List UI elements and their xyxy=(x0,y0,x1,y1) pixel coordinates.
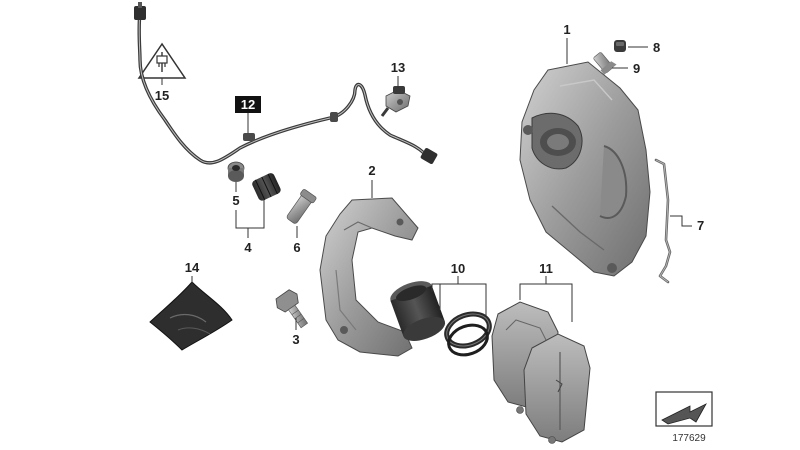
callout-6: 6 xyxy=(293,240,300,255)
wear-sensor-cable-icon xyxy=(134,2,438,165)
callout-14: 14 xyxy=(185,260,200,275)
bleeder-screw-icon xyxy=(593,52,617,75)
cable-clip-icon xyxy=(380,86,411,117)
bracket-4 xyxy=(235,200,265,229)
callout-2: 2 xyxy=(368,163,375,178)
guide-sleeve-icon xyxy=(252,173,281,201)
anti-rattle-spring-icon xyxy=(654,158,672,284)
callout-9: 9 xyxy=(633,61,640,76)
bushing-icon xyxy=(227,161,245,182)
warning-triangle-icon xyxy=(137,42,187,79)
callout-1: 1 xyxy=(563,22,570,37)
grease-packet-icon xyxy=(149,281,233,351)
bracket-10 xyxy=(431,283,487,316)
bleeder-cap-icon xyxy=(614,40,626,52)
callout-12: 12 xyxy=(241,97,255,112)
guide-pin-icon xyxy=(286,189,317,224)
direction-arrow-icon xyxy=(655,391,713,427)
callout-11: 11 xyxy=(539,261,553,276)
piston-and-seals-icon xyxy=(390,281,492,357)
callout-10: 10 xyxy=(451,261,465,276)
callout-3: 3 xyxy=(292,332,299,347)
callout-7: 7 xyxy=(697,218,704,233)
callout-8: 8 xyxy=(653,40,660,55)
brake-pads-icon xyxy=(491,301,591,444)
callout-4: 4 xyxy=(244,240,252,255)
callout-12-box: 12 xyxy=(235,96,261,113)
callout-13: 13 xyxy=(391,60,405,75)
callout-15: 15 xyxy=(155,88,169,103)
hex-bolt-icon xyxy=(275,289,309,329)
caliper-carrier-bracket-icon xyxy=(319,197,419,357)
callout-5: 5 xyxy=(232,193,239,208)
drawing-number: 177629 xyxy=(672,433,706,444)
brake-caliper-housing-icon xyxy=(519,61,651,277)
bracket-7 xyxy=(670,215,692,227)
